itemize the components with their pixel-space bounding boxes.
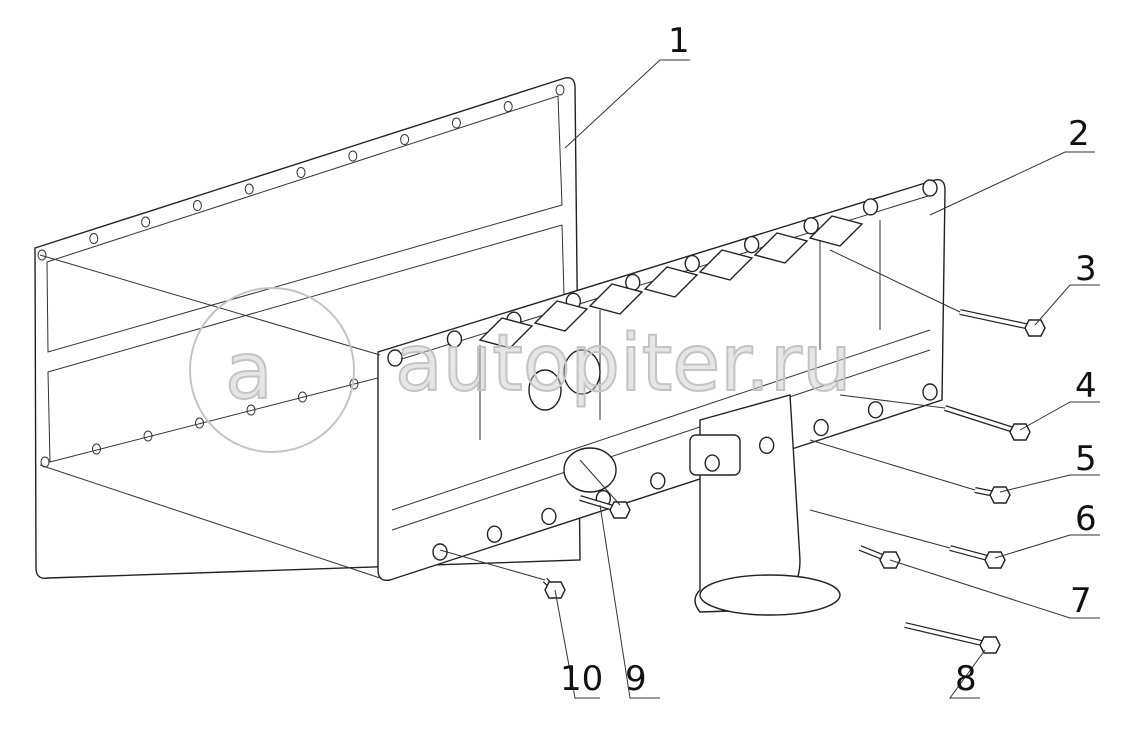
cover-rib	[753, 232, 809, 264]
plate-bolt-hole	[743, 235, 760, 254]
bolt-head-icon	[609, 501, 631, 519]
callout-2: 2	[1068, 114, 1090, 154]
plate-bolt-hole	[432, 543, 448, 561]
gasket-hole	[503, 101, 513, 112]
plate-bolt-hole	[862, 198, 879, 216]
callout-6: 6	[1075, 499, 1097, 539]
callout-10: 10	[560, 659, 603, 699]
plate-bolt-hole	[684, 254, 700, 273]
cover-rib	[643, 266, 699, 298]
gasket-hole	[89, 233, 99, 244]
callout-9: 9	[625, 659, 647, 699]
gasket-hole	[296, 167, 306, 178]
gasket-hole	[141, 216, 151, 228]
projection-line	[809, 439, 976, 491]
gasket-hole	[244, 183, 254, 195]
plate-bolt-hole	[813, 418, 829, 437]
gasket-hole	[195, 417, 204, 429]
gasket-hole	[92, 443, 101, 455]
callout-1: 1	[668, 21, 690, 61]
callout-7: 7	[1070, 581, 1092, 621]
plate-bolt-hole	[922, 179, 938, 197]
callout-4: 4	[1075, 366, 1097, 406]
gasket-hole	[246, 404, 256, 416]
plate-bolt-hole	[650, 472, 666, 490]
leader-line	[1034, 284, 1100, 326]
plate-bolt-hole	[867, 401, 884, 419]
plate-bolt-hole	[541, 507, 557, 526]
cover-rib	[533, 300, 589, 332]
gasket-hole	[400, 134, 410, 145]
leader-line	[949, 649, 986, 699]
gasket-hole	[37, 249, 47, 261]
bolt-head-icon	[989, 486, 1011, 504]
plate-bolt-hole	[704, 454, 720, 472]
gasket-hole	[192, 200, 202, 211]
callout-labels: 1 2 3 4 5 6 7 8 9 10	[560, 21, 1097, 699]
gasket-hole	[555, 84, 565, 96]
cover-rib	[808, 215, 864, 247]
gasket-hole	[143, 430, 153, 442]
bolt-head-icon	[979, 636, 1001, 654]
gasket-hole	[298, 391, 307, 403]
leader-line	[1019, 401, 1100, 431]
bolt-head-icon	[1024, 319, 1046, 337]
leader-line	[554, 589, 600, 699]
leader-line	[599, 504, 660, 699]
leader-line	[889, 559, 1100, 619]
oil-pan-cover	[377, 179, 946, 616]
cover-rib	[478, 317, 534, 349]
callout-8: 8	[955, 659, 977, 699]
plate-bolt-hole	[446, 330, 463, 348]
plate-bolt-hole	[387, 349, 403, 367]
projection-line	[579, 459, 621, 506]
plate-bolt-hole	[922, 383, 938, 401]
leader-line	[929, 151, 1095, 216]
leader-lines	[39, 59, 1100, 699]
plate-bolt-hole	[758, 436, 775, 455]
plate-bolt-hole	[803, 217, 819, 235]
gasket-hole	[451, 117, 461, 129]
projection-line	[39, 464, 381, 579]
watermark: a autopiter.ru	[189, 287, 853, 453]
leader-line	[564, 59, 690, 149]
bolt-head-icon	[984, 551, 1006, 569]
callout-3: 3	[1075, 249, 1097, 289]
gasket-hole	[348, 150, 358, 162]
watermark-logo: a	[225, 327, 273, 417]
projection-line	[439, 549, 546, 581]
watermark-text: autopiter.ru	[395, 319, 852, 409]
plate-bolt-hole	[486, 525, 503, 543]
callout-5: 5	[1075, 439, 1097, 479]
leader-line	[999, 474, 1100, 493]
projection-line	[839, 394, 946, 409]
projection-line	[39, 254, 381, 356]
projection-line	[809, 509, 951, 549]
projection-line	[829, 249, 961, 313]
bolt-head-icon	[1009, 423, 1031, 441]
leader-line	[994, 534, 1100, 559]
cover-rib	[588, 283, 644, 315]
cover-rib	[698, 249, 754, 281]
